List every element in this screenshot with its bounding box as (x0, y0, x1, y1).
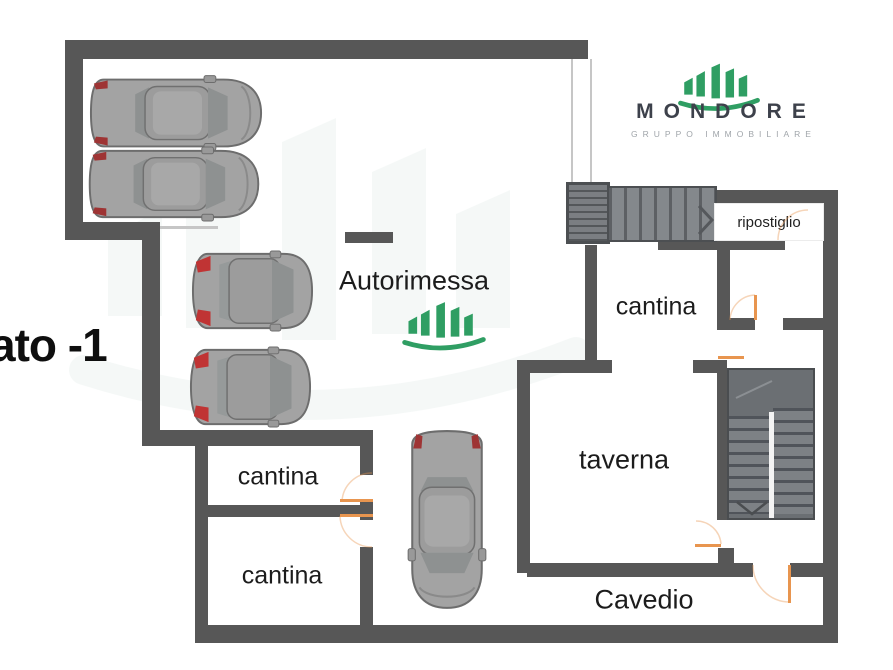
door-marker (695, 544, 721, 547)
wall (527, 563, 753, 577)
wall (790, 563, 823, 577)
brand-tagline: GRUPPO IMMOBILIARE (631, 129, 816, 139)
wall (65, 40, 83, 240)
room-label-cellar-left-bottom: cantina (241, 561, 323, 590)
stair-treads (773, 408, 813, 514)
wall (360, 430, 373, 475)
wall (585, 245, 597, 367)
door-marker (788, 565, 791, 603)
threshold-line (160, 226, 218, 229)
wall (717, 250, 730, 328)
room-label-cellar-left-top: cantina (237, 462, 319, 491)
wall (65, 40, 588, 59)
room-label-cellar-top-right: cantina (615, 292, 697, 321)
ramp-line (571, 59, 573, 184)
wall (517, 360, 530, 573)
room-storage-box: ripostiglio (714, 203, 824, 241)
room-label-storage: ripostiglio (737, 213, 801, 231)
wall (783, 318, 823, 330)
wall (195, 625, 838, 643)
background-watermark-icon (30, 70, 630, 490)
room-label-tavern: taverna (578, 444, 670, 475)
wall (718, 548, 734, 565)
room-label-garage: Autorimessa (338, 265, 490, 296)
brand-block: MONDORE GRUPPO IMMOBILIARE (600, 100, 842, 139)
door-marker (340, 514, 373, 517)
wall (717, 373, 730, 520)
u-shaped-stairs-icon (727, 368, 815, 520)
wall (360, 502, 373, 520)
door-marker (340, 499, 373, 502)
door-marker (754, 295, 757, 320)
wall (823, 190, 838, 643)
wall (693, 360, 727, 373)
stairs-landing (566, 182, 610, 244)
wall (208, 505, 360, 517)
wall (360, 547, 373, 627)
stair-treads (729, 416, 769, 514)
wall (142, 430, 372, 446)
wall-pillar (345, 232, 393, 243)
brand-name: MONDORE (636, 100, 816, 123)
stair-divider (769, 412, 774, 518)
door-marker (718, 356, 744, 359)
wall (65, 222, 160, 240)
wall (195, 430, 208, 637)
floor-label: ato -1 (0, 319, 108, 371)
wall (517, 360, 612, 373)
wall (142, 224, 160, 446)
straight-stairs-icon (607, 186, 717, 242)
wall (717, 318, 755, 330)
ramp-line (590, 59, 592, 184)
room-label-air-shaft: Cavedio (594, 584, 694, 615)
